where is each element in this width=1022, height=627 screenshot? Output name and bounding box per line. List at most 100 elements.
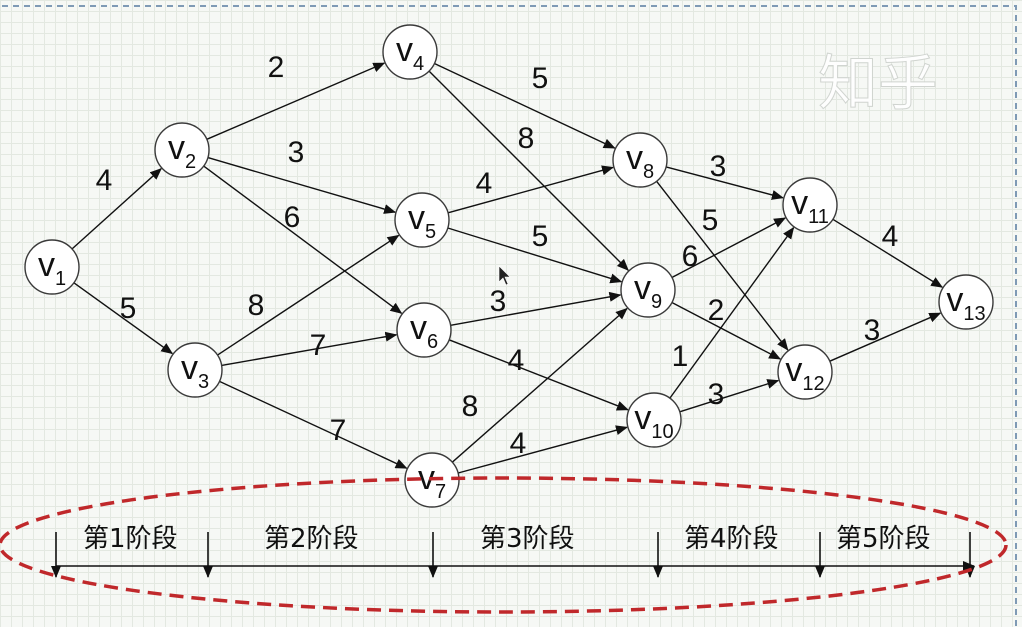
node-label-subscript: 9 — [651, 291, 662, 313]
node-label-subscript: 1 — [55, 268, 66, 290]
node-label-main: v — [168, 129, 185, 167]
node-v8: v8 — [612, 132, 668, 188]
node-label-subscript: 7 — [435, 481, 446, 503]
node-label-v10: v10 — [634, 399, 673, 443]
node-v2: v2 — [154, 122, 210, 178]
edge-weight-v4-v9: 8 — [518, 122, 535, 155]
mouse-cursor-icon — [498, 265, 511, 286]
edge-v7-v10 — [457, 425, 628, 474]
node-label-subscript: 5 — [425, 221, 436, 243]
edge-weight-v8-v11: 3 — [710, 150, 727, 183]
edge-weight-v11-v13: 4 — [882, 220, 899, 253]
edge-v2-v4 — [206, 62, 386, 140]
node-label-main: v — [418, 459, 435, 497]
node-label-v5: v5 — [408, 199, 436, 243]
node-label-v1: v1 — [38, 246, 66, 290]
node-label-v3: v3 — [181, 349, 209, 393]
edge-weight-v4-v8: 5 — [532, 62, 549, 95]
stage-timeline: 第1阶段 第2阶段 第3阶段 第4阶段 第5阶段 — [51, 524, 975, 578]
node-label-main: v — [634, 269, 651, 307]
edge-weight-v3-v7: 7 — [330, 414, 347, 447]
node-label-main: v — [410, 309, 427, 347]
node-v12: v12 — [777, 344, 833, 400]
edge-v1-v2 — [71, 168, 162, 250]
node-v6: v6 — [396, 302, 452, 358]
stage-label-2: 第2阶段 — [264, 524, 359, 554]
node-circle-v12 — [777, 344, 833, 400]
node-label-subscript: 8 — [643, 161, 654, 183]
node-label-main: v — [38, 246, 55, 284]
node-v3: v3 — [167, 342, 223, 398]
edge-v4-v9 — [428, 70, 629, 271]
edge-v1-v3 — [73, 282, 174, 355]
edge-v2-v5 — [207, 156, 397, 214]
edge-weight-v6-v9: 3 — [490, 285, 507, 318]
edge-weight-v5-v9: 5 — [532, 220, 549, 253]
edge-weight-v8-v12: 5 — [702, 204, 719, 237]
node-circle-v4 — [382, 24, 438, 80]
edge-v11-v13 — [832, 218, 944, 288]
node-circle-v1 — [24, 239, 80, 295]
edge-weight-v9-v12: 2 — [708, 294, 725, 327]
node-label-subscript: 12 — [802, 373, 824, 395]
node-circle-v13 — [938, 274, 994, 330]
edge-v5-v9 — [447, 227, 623, 284]
edge-weight-v2-v5: 3 — [288, 136, 305, 169]
node-v5: v5 — [394, 192, 450, 248]
edge-weight-v2-v6: 6 — [284, 201, 301, 234]
node-label-subscript: 13 — [963, 303, 985, 325]
node-label-subscript: 3 — [198, 371, 209, 393]
node-label-v8: v8 — [626, 139, 654, 183]
node-circle-v11 — [782, 177, 838, 233]
node-v4: v4 — [382, 24, 438, 80]
slide-frame — [2, 5, 1017, 627]
node-label-v11: v11 — [791, 184, 829, 228]
edge-weight-v2-v4: 2 — [268, 51, 285, 84]
edge-v5-v8 — [447, 165, 614, 214]
edge-v3-v5 — [217, 234, 400, 356]
edge-weight-v9-v11: 6 — [682, 240, 699, 273]
stage-label-5: 第5阶段 — [836, 524, 931, 554]
node-label-v7: v7 — [418, 459, 446, 503]
edge-v8-v11 — [665, 166, 784, 200]
edge-v10-v11 — [669, 226, 795, 399]
edge-v8-v12 — [656, 180, 789, 351]
edge-v9-v11 — [671, 217, 787, 279]
node-v11: v11 — [782, 177, 838, 233]
node-label-v4: v4 — [396, 31, 424, 75]
edge-weight-v10-v11: 1 — [672, 340, 689, 373]
node-label-v6: v6 — [410, 309, 438, 353]
edge-v10-v12 — [679, 379, 780, 413]
node-circle-v2 — [154, 122, 210, 178]
edge-weight-v6-v10: 4 — [508, 344, 525, 377]
edge-v4-v8 — [434, 62, 616, 149]
edge-weight-v12-v13: 3 — [864, 314, 881, 347]
node-label-subscript: 2 — [185, 151, 196, 173]
node-label-main: v — [634, 399, 651, 437]
node-label-main: v — [408, 199, 425, 237]
node-label-subscript: 11 — [808, 206, 829, 228]
stage-label-3: 第3阶段 — [480, 524, 575, 554]
edge-weight-v7-v10: 4 — [510, 427, 527, 460]
edge-weight-v3-v6: 7 — [310, 329, 327, 362]
node-v1: v1 — [24, 239, 80, 295]
node-label-main: v — [946, 281, 963, 319]
node-v10: v10 — [626, 392, 682, 448]
node-label-main: v — [181, 349, 198, 387]
node-circle-v5 — [394, 192, 450, 248]
node-v13: v13 — [938, 274, 994, 330]
stage-label-4: 第4阶段 — [684, 524, 779, 554]
stage-highlight-ellipse — [0, 476, 1008, 614]
edge-weight-v3-v5: 8 — [248, 289, 265, 322]
edge-v6-v10 — [448, 339, 629, 411]
edge-v12-v13 — [829, 312, 942, 362]
node-circle-v10 — [626, 392, 682, 448]
watermark-logo: 知乎 — [818, 49, 938, 119]
stage-label-1: 第1阶段 — [83, 524, 178, 554]
node-circle-v9 — [620, 262, 676, 318]
edge-weight-v10-v12: 3 — [708, 378, 725, 411]
node-label-v13: v13 — [946, 281, 985, 325]
